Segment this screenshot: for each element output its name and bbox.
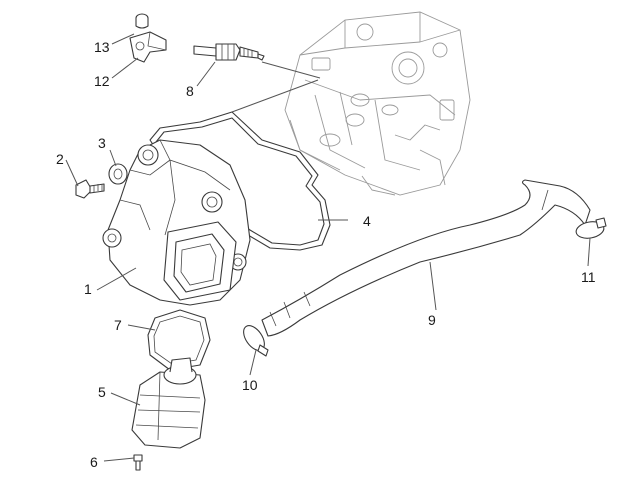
callout-1: 1: [84, 281, 92, 297]
separator-screw: [133, 454, 143, 471]
spark-plug: [193, 43, 265, 61]
callout-5: 5: [98, 384, 106, 400]
callout-6: 6: [90, 454, 98, 470]
separator-gasket: [147, 309, 211, 371]
callout-10: 10: [242, 377, 258, 393]
hose-clamp-rear: [575, 217, 607, 239]
leader-lines: [65, 33, 591, 462]
sealing-washer: [108, 163, 128, 185]
callout-4: 4: [363, 213, 371, 229]
callout-9: 9: [428, 312, 436, 328]
flange-screw: [75, 179, 105, 199]
blow-by-hose: [261, 179, 591, 337]
hose-clamp-front: [243, 325, 269, 357]
callout-12: 12: [94, 73, 110, 89]
oil-separator-housing: [131, 357, 206, 449]
callout-11: 11: [581, 269, 596, 285]
guide-line-head-mid: [231, 79, 319, 113]
callout-2: 2: [56, 151, 64, 167]
callout-8: 8: [186, 83, 194, 99]
callout-3: 3: [98, 135, 106, 151]
cylinder-head-assembly: [284, 11, 471, 196]
callout-13: 13: [94, 39, 110, 55]
guide-line-head-top: [261, 61, 321, 79]
cylinder-head-cover: [102, 139, 251, 306]
hose-bracket: [129, 31, 167, 63]
rubber-cap: [135, 13, 149, 29]
callout-7: 7: [114, 317, 122, 333]
